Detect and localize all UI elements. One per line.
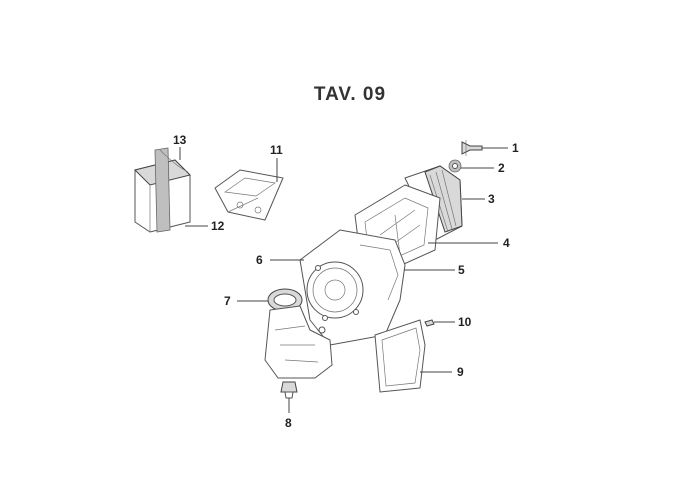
- callout-3: 3: [488, 192, 495, 206]
- callout-13: 13: [173, 133, 187, 147]
- part-airbox-housing-drawing: [299, 229, 406, 346]
- callout-5: 5: [458, 263, 465, 277]
- callout-7: 7: [224, 294, 231, 308]
- callout-6: 6: [256, 253, 263, 267]
- part-intake-boot-drawing: [264, 288, 333, 379]
- callout-8: 8: [285, 416, 292, 430]
- part-battery-box-drawing: [134, 147, 191, 233]
- callout-4: 4: [503, 236, 510, 250]
- callout-10: 10: [458, 315, 472, 329]
- part-tray-drawing: [214, 169, 284, 221]
- part-bolt-washer-drawing: [448, 140, 483, 173]
- callout-11: 11: [270, 143, 283, 157]
- table-title: TAV. 09: [313, 84, 387, 105]
- leader-lines: [179, 147, 508, 413]
- callout-2: 2: [498, 161, 505, 175]
- part-cover-panel-drawing: [374, 319, 435, 393]
- callout-12: 12: [211, 219, 225, 233]
- callout-9: 9: [457, 365, 464, 379]
- callout-labels: 1 2 3 4 5 6 7 8 9 10 11 12 13: [173, 133, 519, 430]
- callout-1: 1: [512, 141, 519, 155]
- part-drain-plug-drawing: [280, 381, 298, 399]
